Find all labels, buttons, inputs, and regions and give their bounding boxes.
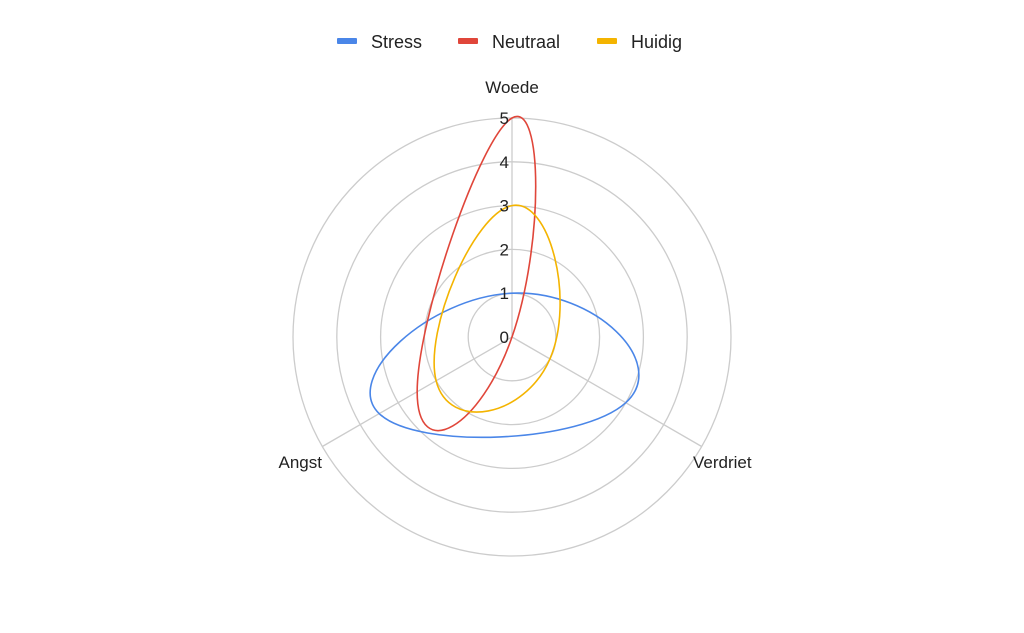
series-group (369, 115, 640, 439)
legend-item-neutraal[interactable]: Neutraal (458, 32, 560, 52)
axis-label-woede: Woede (485, 78, 539, 97)
legend-label: Huidig (631, 32, 682, 52)
tick-label: 0 (500, 328, 509, 347)
legend-label: Stress (371, 32, 422, 52)
tick-label: 4 (500, 153, 509, 172)
legend-item-huidig[interactable]: Huidig (597, 32, 682, 52)
legend-swatch (337, 38, 357, 44)
tick-label: 2 (500, 240, 509, 259)
legend-swatch (458, 38, 478, 44)
series-line-neutraal (416, 115, 537, 432)
legend-swatch (597, 38, 617, 44)
tick-label: 5 (500, 109, 509, 128)
axis-label-angst: Angst (279, 453, 323, 472)
legend-item-stress[interactable]: Stress (337, 32, 422, 52)
legend: Stress Neutraal Huidig (337, 32, 682, 52)
axis-spoke (511, 336, 702, 448)
tick-labels: 0 1 2 3 4 5 (500, 109, 509, 347)
legend-label: Neutraal (492, 32, 560, 52)
axis-label-verdriet: Verdriet (693, 453, 752, 472)
series-line-stress (369, 292, 640, 439)
tick-label: 1 (500, 284, 509, 303)
series-line-huidig (433, 204, 561, 413)
tick-label: 3 (500, 197, 509, 216)
